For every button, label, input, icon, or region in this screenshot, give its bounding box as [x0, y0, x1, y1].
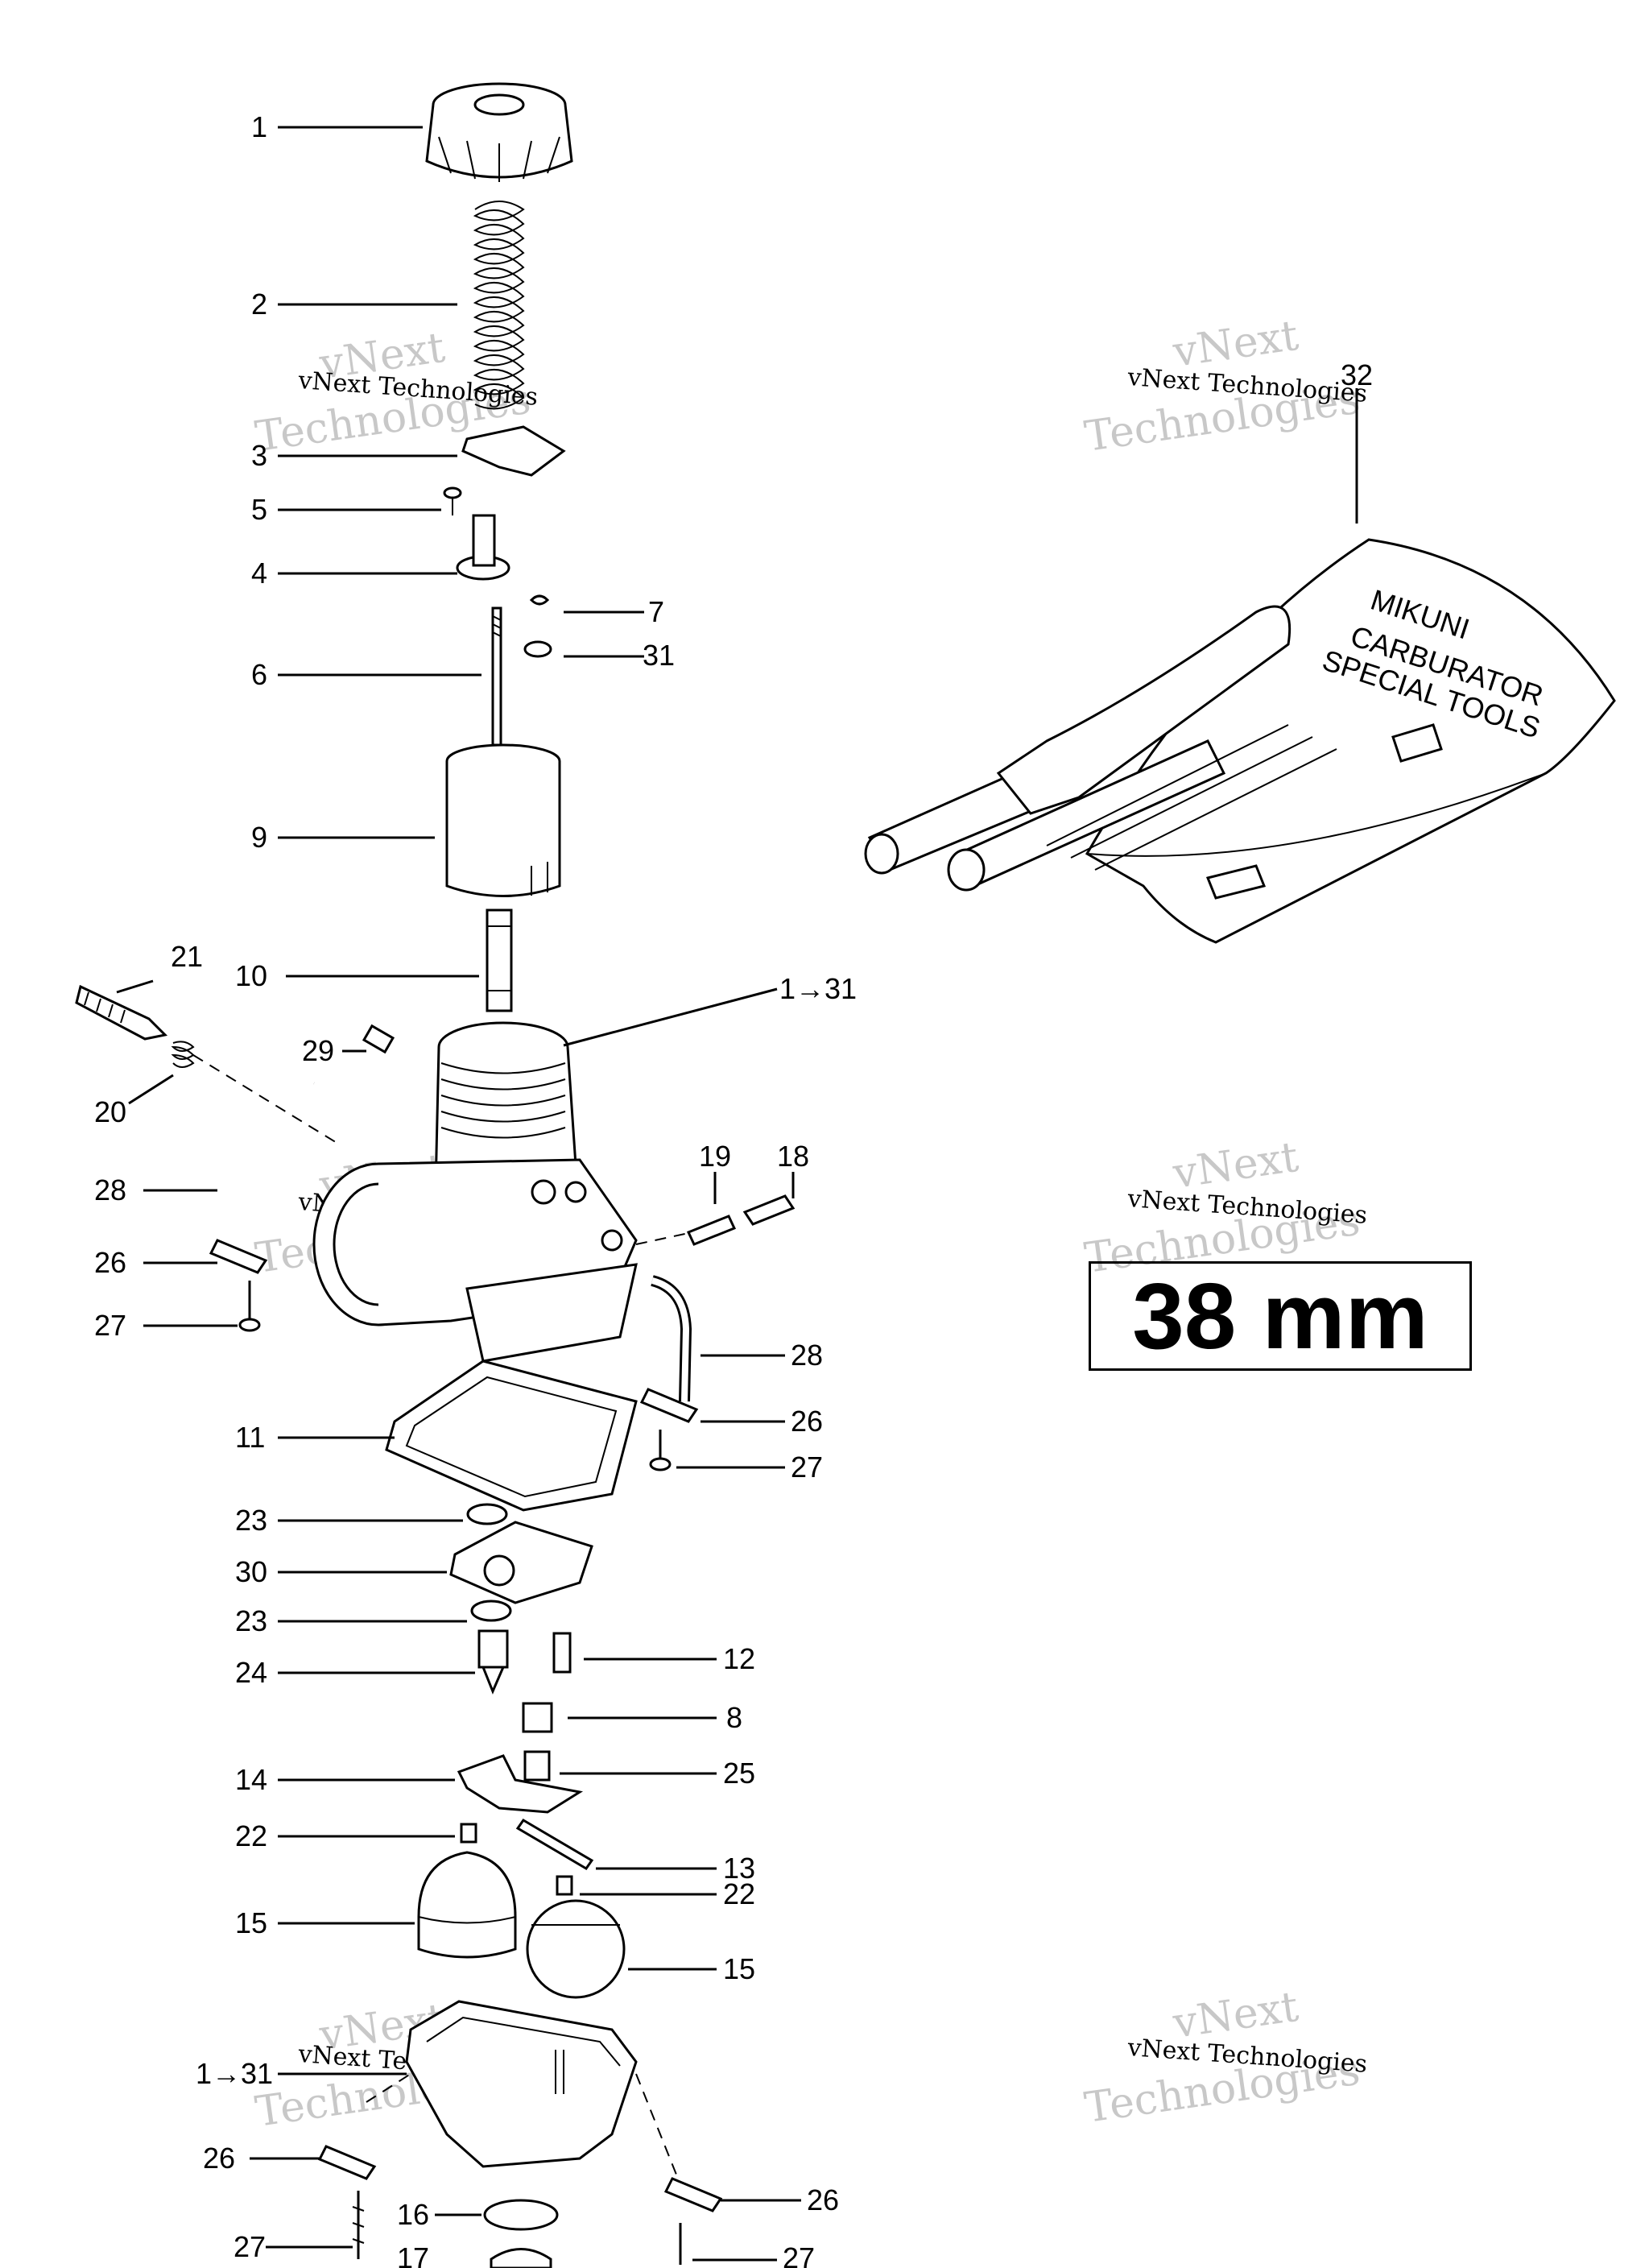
part-23-o-ring-lower	[470, 1600, 512, 1622]
callout-17: 17	[397, 2241, 429, 2268]
callout-27-bottom-right: 27	[783, 2241, 815, 2268]
callout-27-left: 27	[94, 1309, 126, 1342]
callout-6: 6	[251, 658, 267, 691]
callout-10: 10	[235, 959, 267, 992]
part-19-spring	[686, 1215, 737, 1246]
part-4-needle-holder	[456, 514, 510, 581]
callout-22-b: 22	[723, 1877, 755, 1910]
callout-27-bottom-left: 27	[234, 2230, 266, 2263]
part-16-o-ring	[483, 2199, 559, 2231]
callout-12: 12	[723, 1642, 755, 1675]
part-15-float-left	[417, 1851, 517, 1959]
watermark-middle-right: vNext Technologies vNext Technologies	[1081, 1133, 1368, 1283]
part-5-screw	[443, 486, 462, 515]
part-9-throttle-valve	[445, 743, 561, 897]
callout-26-bottom-left: 26	[203, 2142, 235, 2175]
part-3-plate	[461, 425, 566, 477]
part-32-special-tool-kit: MIKUNI CARBURATOR SPECIAL TOOLS	[864, 538, 1616, 944]
part-31-o-ring	[523, 640, 552, 658]
part-27-screw-right	[649, 1430, 672, 1471]
part-14-float-arm	[457, 1754, 584, 1814]
part-27-screw-bottom-left	[352, 2191, 365, 2259]
assembly-axis-lines	[192, 1054, 693, 2175]
callout-7: 7	[648, 595, 664, 628]
callout-9: 9	[251, 821, 267, 854]
part-17-drain-plug	[490, 2248, 552, 2268]
part-8-main-jet	[522, 1702, 553, 1733]
callout-13: 13	[723, 1852, 755, 1885]
part-28-hose-right	[650, 1275, 692, 1402]
watermark-bottom-right: vNext Technologies vNext Technologies	[1081, 1983, 1368, 2133]
callout-26-bottom-right: 26	[807, 2183, 839, 2216]
callout-1-31-top: 1→31	[779, 972, 857, 1005]
part-25-jet	[523, 1750, 551, 1782]
part-18-screw	[742, 1194, 796, 1226]
part-24-needle-valve	[477, 1629, 509, 1695]
part-11-float-bowl-gasket	[385, 1360, 638, 1512]
callout-26-right: 26	[791, 1405, 823, 1438]
callout-3: 3	[251, 439, 267, 472]
callout-19: 19	[699, 1140, 731, 1173]
callout-labels: 1 2 3 5 4 7 31 6 9 10 21 1→31 29 20 28 1…	[94, 110, 1373, 2268]
callout-31: 31	[643, 639, 675, 672]
callout-29: 29	[302, 1034, 334, 1067]
part-22-pin-b	[556, 1875, 573, 1896]
part-22-pin-a	[460, 1823, 477, 1844]
callout-18: 18	[777, 1140, 809, 1173]
part-2-throttle-spring	[473, 201, 525, 410]
part-6-jet-needle	[491, 606, 502, 747]
callout-20: 20	[94, 1095, 126, 1128]
callout-27-right: 27	[791, 1451, 823, 1484]
watermark-top-right: vNext Technologies vNext Technologies	[1081, 312, 1368, 461]
callout-5: 5	[251, 493, 267, 526]
callout-22-a: 22	[235, 1819, 267, 1852]
part-26-clamp-bottom-left	[317, 2145, 377, 2180]
callout-4: 4	[251, 557, 267, 590]
callout-14: 14	[235, 1763, 267, 1796]
part-21-air-screw	[75, 984, 168, 1041]
callout-28-right: 28	[791, 1339, 823, 1372]
leader-lines	[116, 126, 1358, 2262]
callout-24: 24	[235, 1656, 267, 1689]
callout-1-31-bottom: 1→31	[196, 2057, 273, 2090]
callout-8: 8	[726, 1701, 742, 1734]
callout-23-a: 23	[235, 1504, 267, 1537]
carburetor-size-label: 38 mm	[1089, 1261, 1472, 1371]
callout-16: 16	[397, 2198, 429, 2231]
part-27-screw-left	[238, 1281, 261, 1332]
part-1-mixing-chamber-cap	[425, 82, 573, 182]
callout-26-left: 26	[94, 1246, 126, 1279]
part-29-pilot-screw	[362, 1024, 395, 1054]
part-10-needle-jet	[486, 908, 513, 1012]
part-20-spring	[171, 1041, 195, 1068]
part-float-bowl	[405, 2000, 638, 2168]
part-28-hose-left	[226, 1067, 316, 1240]
part-15-float-right	[526, 1899, 626, 1999]
callout-15-right: 15	[723, 1952, 755, 1985]
part-carburetor-body	[312, 1021, 638, 1363]
callout-15-left: 15	[235, 1906, 267, 1939]
watermark-top-left: vNext Technologies vNext Technologies	[252, 324, 539, 461]
part-30-baffle-plate	[449, 1521, 593, 1604]
callout-2: 2	[251, 288, 267, 321]
callout-1: 1	[251, 110, 267, 143]
callout-21: 21	[171, 940, 203, 973]
part-7-clip	[529, 594, 550, 606]
part-26-clamp-bottom-right	[663, 2177, 723, 2212]
callout-28-left: 28	[94, 1173, 126, 1206]
part-26-clamp-right	[639, 1388, 699, 1423]
part-23-o-ring-upper	[466, 1503, 508, 1525]
part-12-pilot-jet	[552, 1632, 572, 1674]
callout-25: 25	[723, 1757, 755, 1790]
callout-30: 30	[235, 1555, 267, 1588]
part-13-float-pin	[515, 1819, 594, 1870]
callout-11: 11	[235, 1421, 265, 1454]
callout-32: 32	[1341, 358, 1373, 391]
part-26-clamp-left	[209, 1239, 268, 1274]
callout-23-b: 23	[235, 1604, 267, 1637]
